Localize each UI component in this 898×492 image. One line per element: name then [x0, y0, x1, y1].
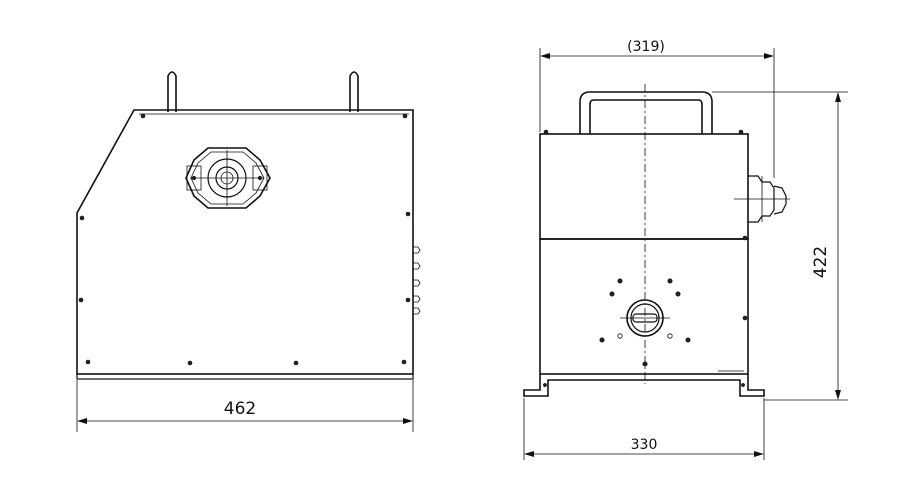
front-view-screws [543, 129, 748, 321]
side-view-flange [185, 147, 271, 209]
dimension-422: 422 [712, 91, 848, 401]
front-view-coupling [620, 299, 670, 337]
front-view: (319) 330 422 [523, 39, 848, 460]
dimension-330-label: 330 [631, 437, 658, 453]
front-view-handle [579, 91, 713, 134]
side-view: 462 [76, 71, 421, 432]
dimension-462: 462 [76, 380, 414, 432]
side-view-base-plate [76, 373, 414, 380]
front-view-base [523, 374, 765, 397]
side-view-connectors [413, 246, 421, 315]
side-view-handles [167, 71, 359, 112]
dimension-319-label: (319) [627, 39, 665, 55]
front-view-side-connector [734, 175, 790, 223]
side-view-screws [78, 113, 411, 366]
dimension-330: 330 [523, 398, 765, 460]
side-view-housing [76, 109, 414, 375]
dimension-319: (319) [539, 39, 775, 178]
front-view-lower-housing [539, 238, 749, 375]
front-view-bolt-pattern [599, 278, 691, 367]
front-view-upper-housing [539, 133, 749, 240]
dimension-462-label: 462 [224, 399, 256, 419]
dimension-422-label: 422 [811, 246, 831, 278]
